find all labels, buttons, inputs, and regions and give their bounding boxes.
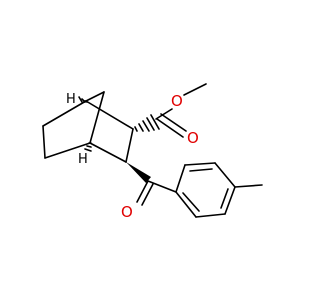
bond-c1-c6: [42, 100, 87, 127]
p-tolyl-ring: [175, 162, 263, 218]
bridgehead-h-top: H: [66, 92, 88, 107]
bond-ketone-cdbl-2: [141, 183, 154, 206]
bond-c1-c7: [85, 91, 105, 102]
h-label-bottom: H: [78, 152, 88, 167]
molecule-diagram: H H O O O: [42, 83, 263, 221]
ring-bond-2: [184, 162, 216, 166]
bond-o-methyl: [183, 83, 207, 96]
ketone-group: O: [121, 162, 177, 221]
bond-c1-c2: [85, 100, 134, 130]
ring-bond-4: [224, 186, 236, 215]
bond-carbonyl-ring: [147, 180, 177, 193]
hashed-wedge-bottom: [84, 142, 92, 152]
h-label-top: H: [66, 92, 76, 107]
bond-c5-c4: [44, 142, 91, 159]
bond-ester-c-odbl-1: [156, 118, 184, 138]
bond-c2-c3: [125, 128, 134, 163]
bond-c7-c4: [89, 91, 105, 144]
bond-ester-c-o: [155, 108, 173, 120]
hashed-wedge-top: [78, 96, 88, 103]
ring-bond-3: [214, 162, 236, 188]
ester-carbonyl-oxygen: O: [187, 129, 199, 147]
norbornane-core: [42, 91, 134, 163]
bridgehead-h-bottom: H: [78, 142, 92, 167]
ring-bond-5: [195, 213, 226, 218]
structure-canvas: H H O O O: [42, 83, 263, 221]
ring-inner-double-1: [189, 168, 213, 172]
bond-ketone-cdbl-1: [136, 180, 149, 203]
wedge-bond-c3-carbonyl: [126, 162, 151, 183]
bond-c3-c4: [89, 142, 127, 163]
hashed-bond-c2-ester: [134, 114, 160, 132]
ring-inner-double-3: [182, 192, 200, 212]
ring-inner-double-2: [220, 188, 229, 209]
bond-ester-c-odbl-2: [160, 113, 187, 132]
bond-ring-methyl: [234, 184, 263, 188]
bond-c6-c5: [42, 125, 46, 159]
ketone-oxygen: O: [121, 203, 133, 221]
ester-methoxy-oxygen: O: [171, 92, 183, 110]
ester-group: O O: [134, 83, 207, 147]
ring-bond-1: [175, 164, 186, 193]
ring-bond-6: [175, 191, 197, 218]
